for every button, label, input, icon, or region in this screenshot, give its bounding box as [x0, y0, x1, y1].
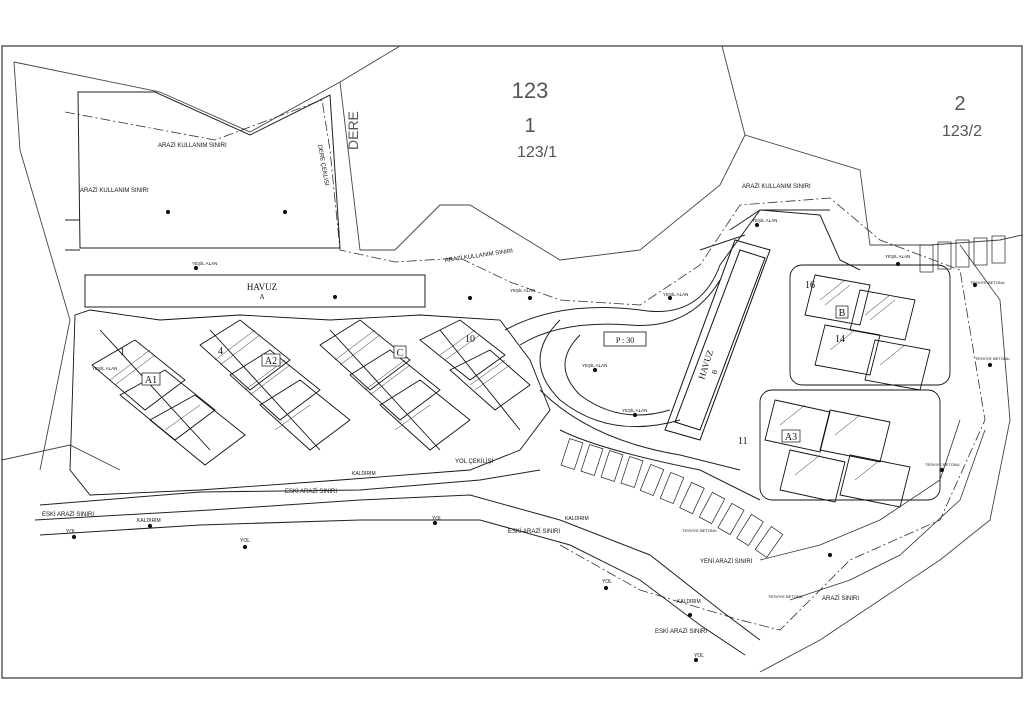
- new-boundary-label: YENİ ARAZİ SINIRI: [700, 558, 753, 565]
- parking-stalls: [560, 235, 1006, 558]
- green-area-label-5: YEŞİL ALAN: [622, 407, 647, 413]
- green-area-label-3: YEŞİL ALAN: [663, 291, 688, 297]
- sidewalk-label-1: KALDIRIM: [137, 518, 161, 524]
- sidewalk-label-4: KALDIRIM: [677, 599, 701, 605]
- pool-b-title: HAVUZ: [696, 349, 715, 381]
- old-boundary-label-4: ESKİ ARAZİ SINIRI: [655, 628, 707, 635]
- unit-number-11: 11: [738, 436, 748, 447]
- block-b-box: [835, 305, 849, 319]
- pool-a-letter: A: [259, 293, 264, 301]
- east-residential-blocks: [759, 264, 951, 508]
- block-a3-label: A3: [785, 432, 797, 443]
- green-area-label-1: YEŞİL ALAN: [192, 260, 217, 266]
- green-area-label-8: YEŞİL ALAN: [92, 365, 117, 371]
- unit-number-1: 1: [120, 347, 125, 358]
- south-east-edges: [759, 419, 986, 601]
- leveling-concrete-label-4: TESVİYE BETONU: [975, 356, 1010, 361]
- road-label-4: YOL: [602, 579, 612, 585]
- land-use-boundary-label-3: ARAZİ KULLANIM SINIRI: [444, 247, 513, 264]
- parcel-number: 123: [512, 78, 549, 103]
- green-area-label-2: YEŞİL ALAN: [510, 287, 535, 293]
- road-label-3: YOL: [432, 516, 442, 522]
- block-b-label: B: [839, 308, 846, 319]
- east-parcel-sub-number: 2: [954, 93, 965, 115]
- leveling-concrete-label-1: TESVİYE BETONU: [682, 528, 717, 533]
- unit-number-14: 14: [835, 334, 845, 345]
- pool-a-title: HAVUZ: [247, 282, 277, 292]
- sidewalk-label-3: KALDIRIM: [565, 516, 589, 522]
- survey-points: [71, 209, 993, 663]
- roads: [34, 209, 861, 656]
- old-boundary-label-1: ESKİ ARAZİ SINIRI: [42, 511, 94, 518]
- unit-number-10: 10: [465, 334, 475, 345]
- pool-b-letter: B: [710, 368, 719, 375]
- stream-label: DERE: [345, 111, 361, 150]
- west-residential-blocks: [69, 309, 551, 496]
- old-boundary-label-2: ESKİ ARAZİ SINIRI: [285, 488, 337, 495]
- block-a1-label: A1: [145, 375, 157, 386]
- west-blocks-hatching: [109, 329, 511, 431]
- roundabout: [539, 319, 681, 428]
- parcel-full-number: 123/1: [517, 144, 557, 161]
- unit-number-16: 16: [805, 280, 815, 291]
- green-area-label-6: YEŞİL ALAN: [752, 217, 777, 223]
- site-boundary-label: ARAZİ SINIRI: [822, 595, 859, 602]
- north-area: [65, 91, 426, 308]
- block-c-label: C: [397, 348, 404, 359]
- drawing-frame: [1, 45, 1023, 679]
- road-label-2: YOL: [240, 538, 250, 544]
- leveling-concrete-label-5: TESVİYE BETONU: [925, 462, 960, 467]
- road-label-1: YOL: [66, 529, 76, 535]
- block-a2-box: [261, 353, 281, 367]
- block-a2-label: A2: [265, 356, 277, 367]
- stream-edge-label: DERE ÇEKLİSİ: [316, 144, 330, 186]
- pool-b: [664, 239, 771, 441]
- parking-box: [603, 331, 647, 347]
- leveling-concrete-label-2: TESVİYE BETONU: [768, 594, 803, 599]
- land-use-boundary-label-4: ARAZİ KULLANIM SINIRI: [742, 183, 811, 190]
- block-a1-box: [141, 372, 161, 386]
- green-area-label-7: YEŞİL ALAN: [885, 253, 910, 259]
- unit-number-4: 4: [218, 346, 223, 357]
- block-a3-box: [781, 429, 801, 443]
- parcel-sub-number: 1: [524, 115, 535, 137]
- block-c-box: [393, 345, 407, 359]
- land-use-boundaries: [64, 99, 986, 631]
- green-area-label-4: YEŞİL ALAN: [582, 362, 607, 368]
- cadastral-lines: [1, 45, 1023, 673]
- parking-label: P : 30: [616, 336, 634, 345]
- old-boundary-label-3: ESKİ ARAZİ SINIRI: [508, 528, 560, 535]
- east-blocks-hatching: [779, 279, 906, 481]
- east-parcel-full-number: 123/2: [942, 123, 982, 140]
- road-setback-label: YOL ÇEKİLİŞİ: [455, 458, 493, 465]
- land-use-boundary-label-2: ARAZİ KULLANIM SINIRI: [80, 187, 149, 194]
- road-label-5: YOL: [694, 653, 704, 659]
- sidewalk-label-2: KALDIRIM: [352, 471, 376, 477]
- land-use-boundary-label-1: ARAZİ KULLANIM SINIRI: [158, 142, 227, 149]
- leveling-concrete-label-3: TESVİYE BETONU: [970, 280, 1005, 285]
